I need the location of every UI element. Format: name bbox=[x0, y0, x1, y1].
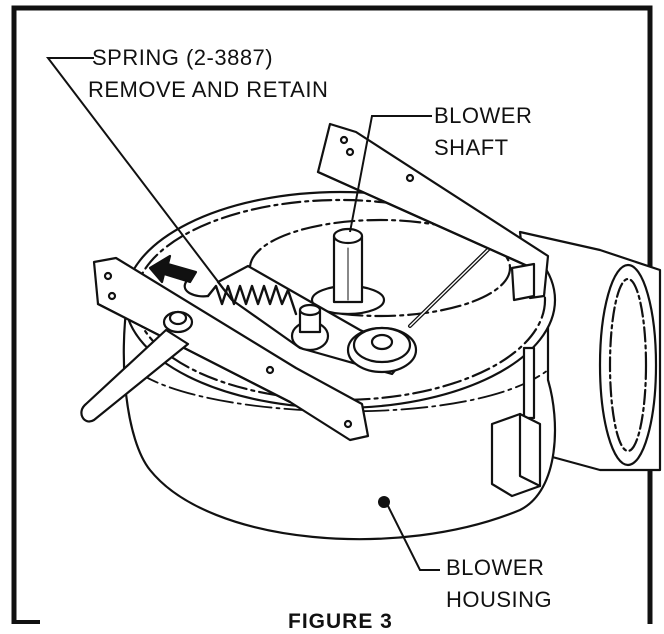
housing-callout-line2: HOUSING bbox=[446, 587, 553, 612]
spring bbox=[183, 280, 298, 316]
nut-fitting bbox=[290, 303, 330, 352]
housing-leader bbox=[387, 505, 440, 571]
blower-shaft bbox=[310, 227, 386, 316]
upper-bracket bbox=[316, 122, 550, 302]
housing-callout-line1: BLOWER bbox=[446, 555, 545, 580]
figure-caption: FIGURE 3 bbox=[288, 610, 393, 633]
shaft-callout-line2: SHAFT bbox=[434, 135, 509, 160]
housing-dot bbox=[378, 496, 390, 508]
spring-callout-line2: REMOVE AND RETAIN bbox=[88, 77, 329, 102]
shaft-callout-line1: BLOWER bbox=[434, 103, 533, 128]
spring-callout-line1: SPRING (2-3887) bbox=[92, 45, 274, 70]
direction-arrow bbox=[148, 254, 198, 284]
idler-pulley bbox=[346, 326, 418, 374]
spring-leader bbox=[45, 57, 233, 301]
housing-latch bbox=[490, 346, 542, 498]
handle-lever bbox=[80, 310, 194, 423]
shaft-leader bbox=[349, 115, 432, 233]
